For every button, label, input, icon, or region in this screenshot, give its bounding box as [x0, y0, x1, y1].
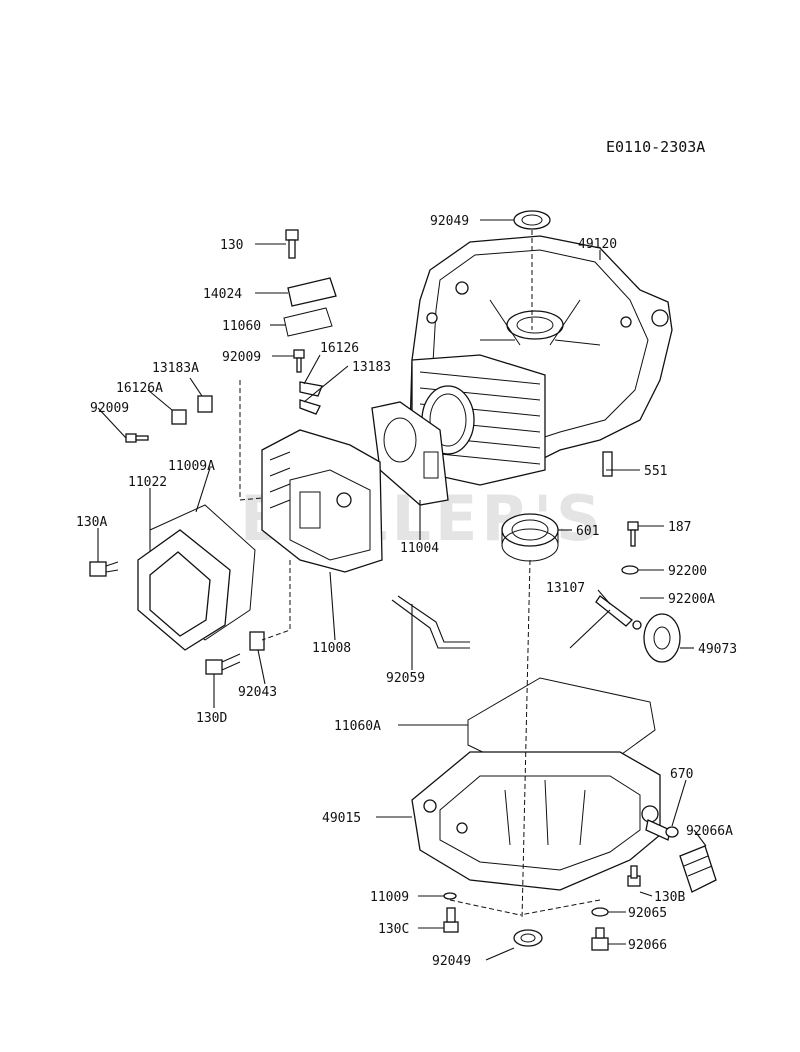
label-92009: 92009	[222, 350, 261, 365]
governor-drawing	[569, 521, 681, 663]
label-130A: 130A	[76, 515, 107, 530]
cylinder-head-11008-drawing	[261, 229, 383, 573]
label-11009A: 11009A	[168, 459, 215, 474]
label-49073: 49073	[698, 642, 737, 657]
crankcase-49120-drawing	[409, 235, 673, 486]
label-11060A: 11060A	[334, 719, 381, 734]
label-49015: 49015	[322, 811, 361, 826]
label-49120: 49120	[578, 237, 617, 252]
label-92200A: 92200A	[668, 592, 715, 607]
gasket-11060A-drawing	[467, 677, 656, 771]
crankcase-cover-49015-drawing	[411, 751, 717, 951]
label-14024: 14024	[203, 287, 242, 302]
label-16126A: 16126A	[116, 381, 163, 396]
label-11008: 11008	[312, 641, 351, 656]
leader-lines	[97, 219, 707, 961]
label-92066: 92066	[628, 938, 667, 953]
label-92059: 92059	[386, 671, 425, 686]
label-187: 187	[668, 520, 691, 535]
label-92049-bottom: 92049	[432, 954, 471, 969]
label-130B: 130B	[654, 890, 685, 905]
label-92049-top: 92049	[430, 214, 469, 229]
label-92043: 92043	[238, 685, 277, 700]
label-130: 130	[220, 238, 243, 253]
label-13183A: 13183A	[152, 361, 199, 376]
label-16126: 16126	[320, 341, 359, 356]
label-13107: 13107	[546, 581, 585, 596]
label-130D: 130D	[196, 711, 227, 726]
label-13183: 13183	[352, 360, 391, 375]
label-11022: 11022	[128, 475, 167, 490]
label-92200: 92200	[668, 564, 707, 579]
breather-tube-92059-drawing	[391, 599, 470, 649]
label-11060: 11060	[222, 319, 261, 334]
label-551: 551	[644, 464, 667, 479]
label-92066A: 92066A	[686, 824, 733, 839]
head-cover-11022-drawing	[89, 395, 265, 675]
label-670: 670	[670, 767, 693, 782]
label-11009: 11009	[370, 890, 409, 905]
label-11004: 11004	[400, 541, 439, 556]
label-92009-b: 92009	[90, 401, 129, 416]
label-601: 601	[576, 524, 599, 539]
diagram-code: E0110-2303A	[606, 138, 705, 156]
label-130C: 130C	[378, 922, 409, 937]
label-92065: 92065	[628, 906, 667, 921]
